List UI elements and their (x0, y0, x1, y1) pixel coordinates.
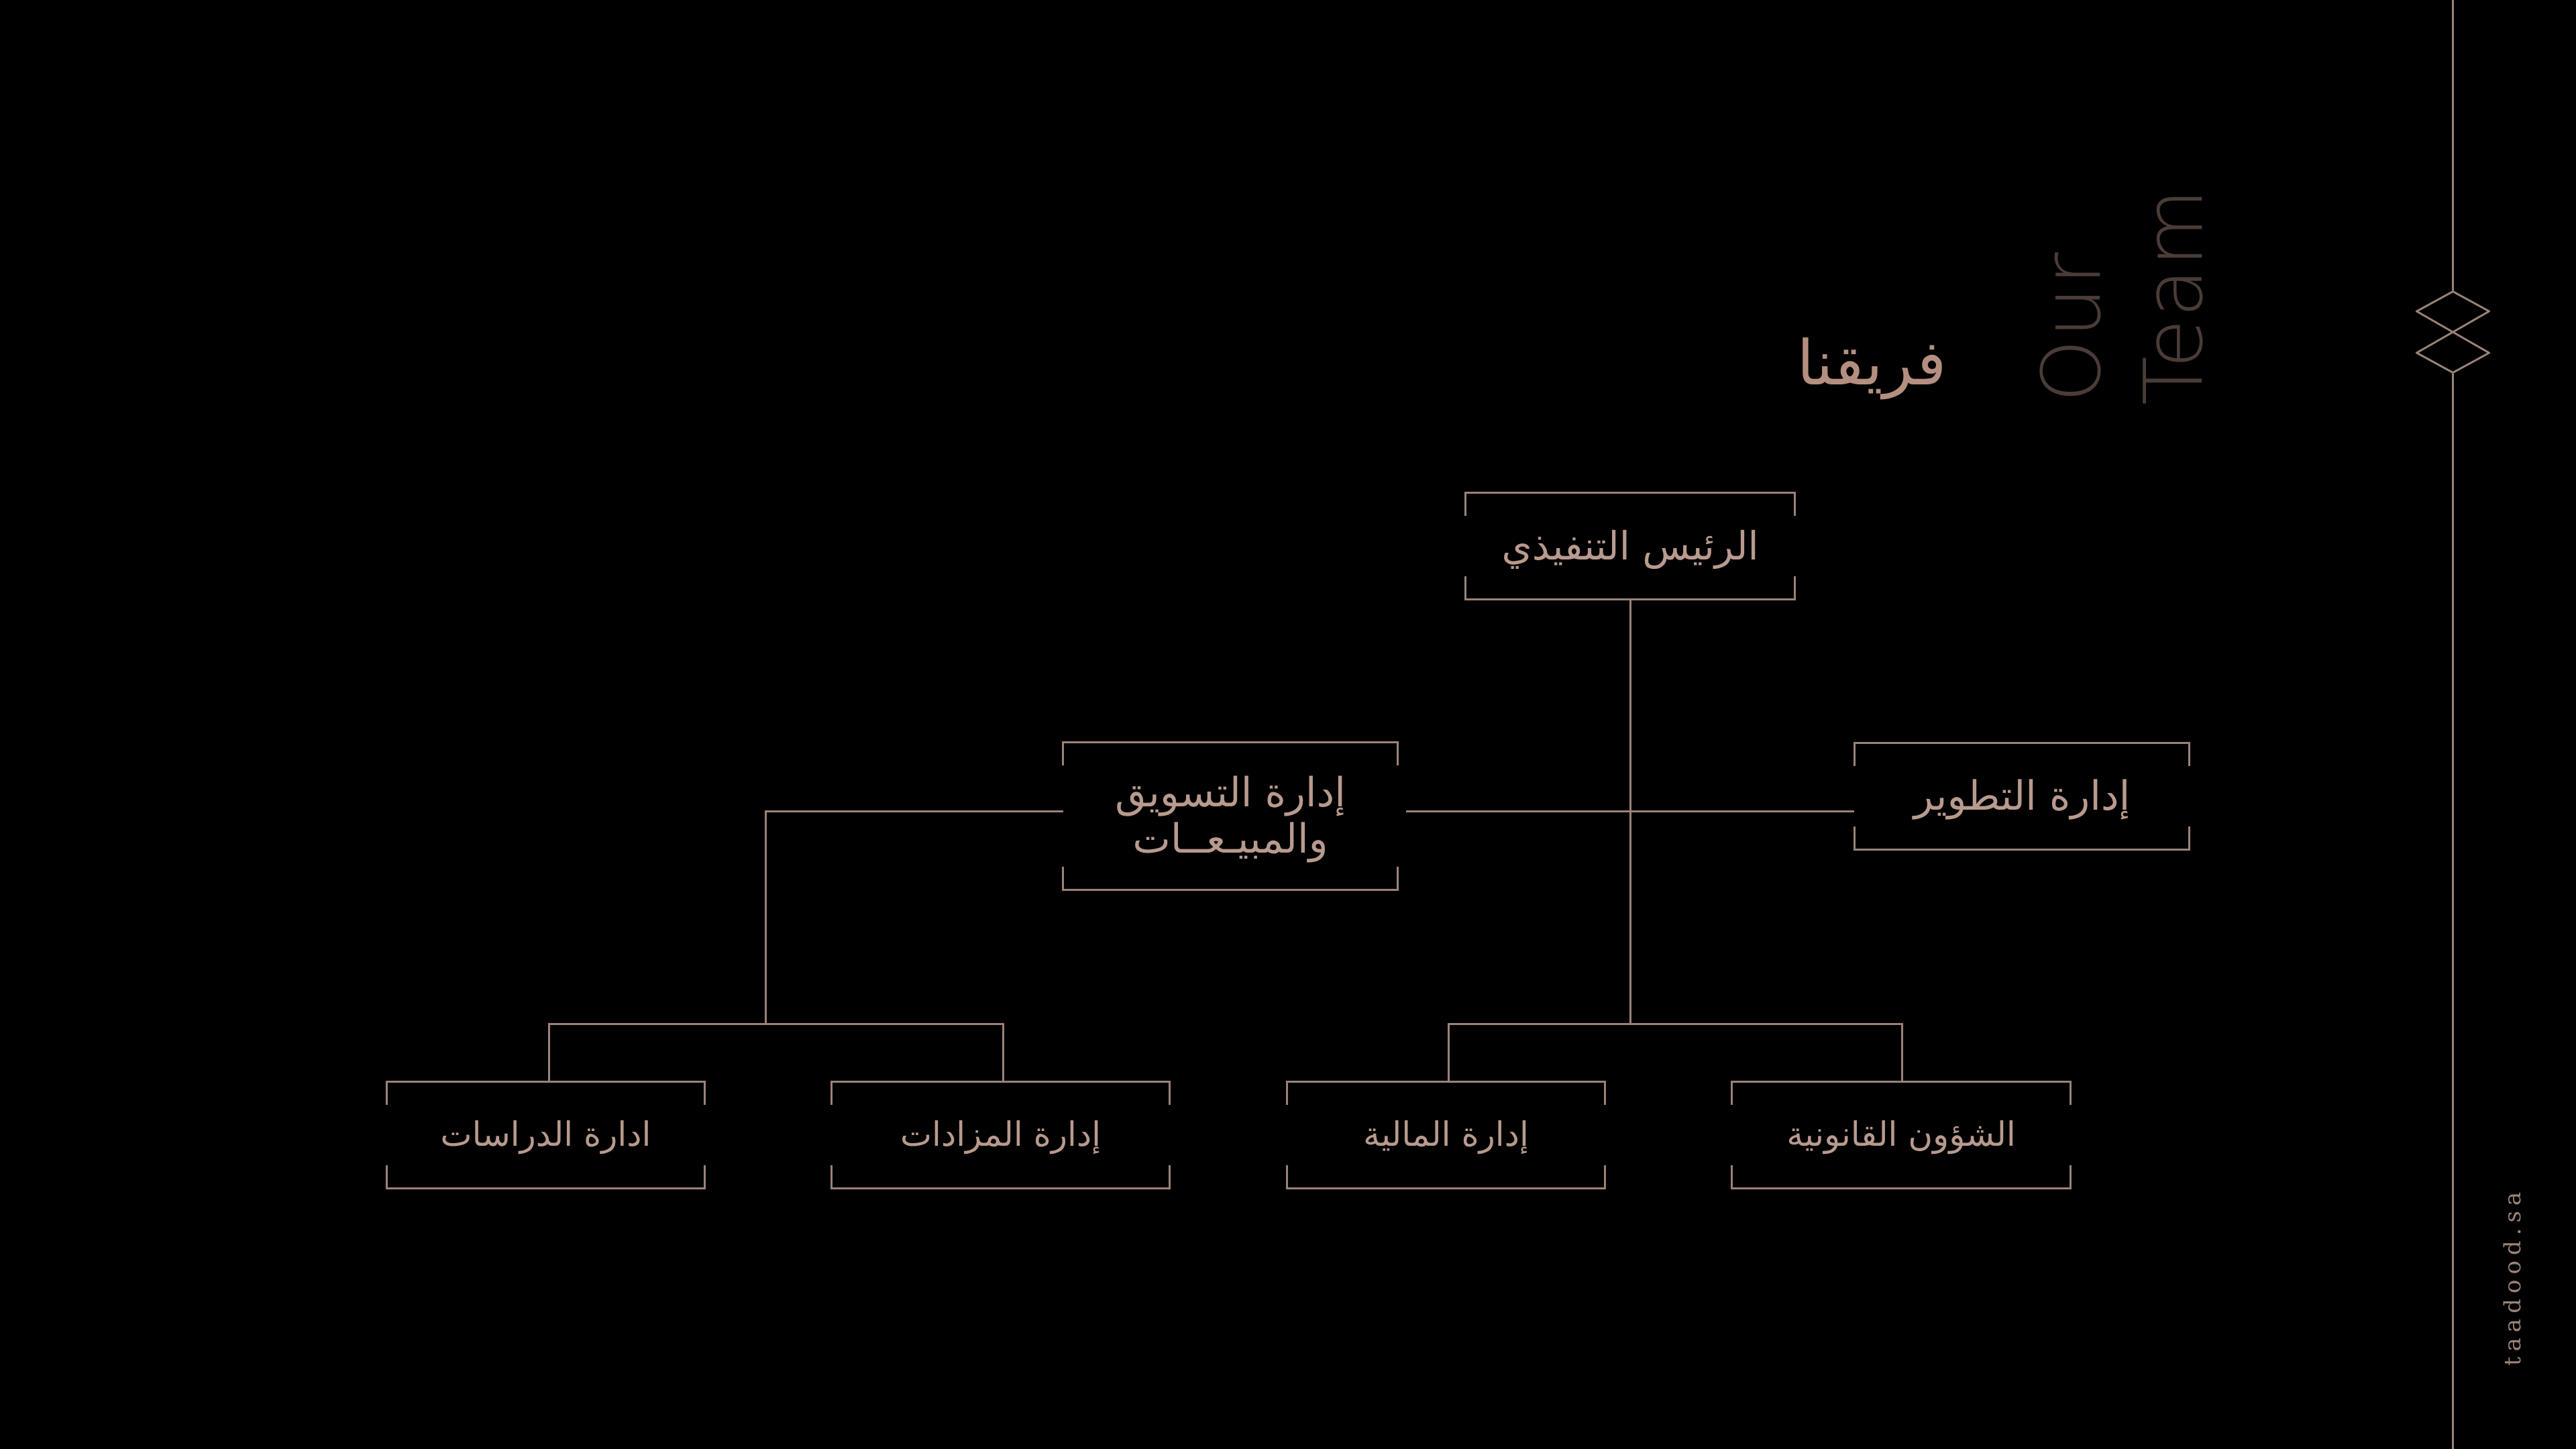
org-node-finance: إدارة المالية (1286, 1081, 1606, 1189)
org-node-marketing: إدارة التسويق والمبيـعــات (1062, 741, 1399, 891)
org-node-legal: الشؤون القانونية (1731, 1081, 2072, 1189)
sidebar-vertical-rule (2452, 0, 2454, 290)
org-node-label: إدارة المالية (1363, 1115, 1529, 1155)
org-node-label: الرئيس التنفيذي (1501, 523, 1759, 569)
website-text: taadood.sa (2500, 1186, 2526, 1366)
connector-studies (548, 1023, 550, 1081)
sidebar-vertical-rule (2452, 374, 2454, 1449)
page-title-arabic: فريقنا (1796, 327, 1947, 399)
connector-legal (1901, 1023, 1903, 1081)
connector-mid-right (1630, 810, 1854, 812)
org-node-label: إدارة التطوير (1913, 772, 2131, 820)
connector-marketing-out (765, 810, 1063, 812)
connector-finance (1448, 1023, 1450, 1081)
org-node-auctions: إدارة المزادات (830, 1081, 1171, 1189)
org-node-ceo: الرئيس التنفيذي (1464, 492, 1796, 600)
page-title-english-line2: Team (2128, 186, 2221, 405)
org-node-development: إدارة التطوير (1854, 742, 2190, 851)
org-node-studies: ادارة الدراسات (386, 1081, 706, 1189)
double-diamond-icon (2416, 290, 2490, 374)
org-node-label: الشؤون القانونية (1786, 1115, 2016, 1155)
page-title-english-line1: Our (2026, 251, 2119, 402)
org-node-label: ادارة الدراسات (440, 1115, 651, 1155)
connector-marketing-down (765, 810, 767, 1024)
connector-auctions (1002, 1023, 1004, 1081)
connector-ceo-branch (1448, 1023, 1902, 1025)
org-node-label: إدارة المزادات (900, 1115, 1102, 1155)
org-node-label: إدارة التسويق والمبيـعــات (1115, 769, 1346, 863)
connector-mid-left (1406, 810, 1630, 812)
connector-marketing-branch (549, 1023, 1004, 1025)
